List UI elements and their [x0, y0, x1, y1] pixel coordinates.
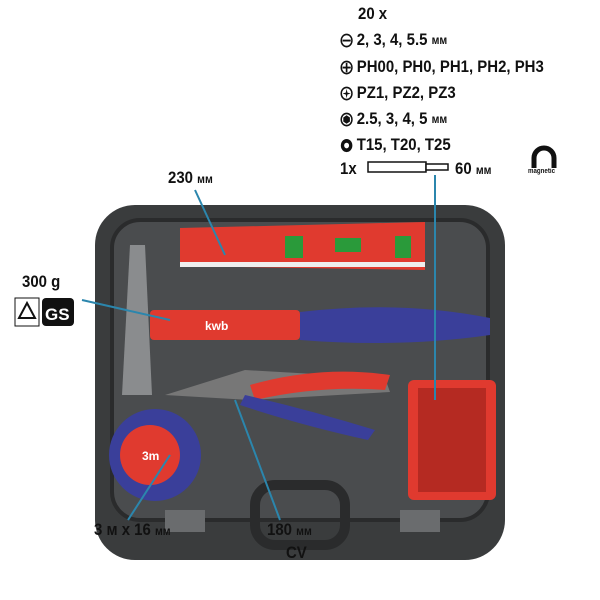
- leader-lines: [81, 175, 436, 521]
- svg-text:kwb: kwb: [205, 319, 228, 333]
- tape-measure: 3m: [109, 409, 201, 501]
- holder-length: 60 мм: [455, 159, 492, 178]
- pliers: [165, 370, 390, 440]
- hammer-weight-label: 300 g: [22, 272, 61, 291]
- spec-pozidriv: PZ1, PZ2, PZ3: [340, 83, 456, 103]
- hammer: kwb: [122, 245, 490, 395]
- magnet-icon: [531, 145, 557, 168]
- spec-hex: 2.5, 3, 4, 5 мм: [340, 109, 447, 129]
- phillips-icon: [340, 60, 353, 74]
- svg-text:3m: 3m: [142, 449, 159, 463]
- pozidriv-icon: [340, 86, 353, 100]
- spec-torx: T15, T20, T25: [340, 135, 451, 155]
- pliers-length-label: 180 мм: [267, 520, 312, 539]
- spec-slotted: 2, 3, 4, 5.5 мм: [340, 30, 447, 50]
- bit-box: [408, 380, 496, 500]
- tape-size-label: 3 м x 16 мм: [94, 520, 171, 539]
- svg-text:GS: GS: [45, 305, 70, 324]
- magnetic-label: magnetic: [528, 168, 556, 175]
- case-handle: [250, 480, 350, 550]
- bit-holder-icon: [367, 161, 449, 173]
- latch-left: [165, 510, 205, 532]
- bit-count-label: 20 x: [358, 4, 388, 23]
- certification-logos: GS: [14, 297, 74, 327]
- latch-right: [400, 510, 440, 532]
- torx-icon: [340, 138, 353, 152]
- spec-phillips: PH00, PH0, PH1, PH2, PH3: [340, 57, 544, 77]
- slotted-icon: [340, 33, 353, 47]
- holder-count: 1x: [340, 159, 357, 178]
- hex-icon: [340, 112, 353, 126]
- pliers-material-label: CV: [286, 543, 307, 562]
- level-length-label: 230 мм: [168, 168, 213, 187]
- case-inner: [110, 218, 490, 522]
- spirit-level: [180, 222, 425, 270]
